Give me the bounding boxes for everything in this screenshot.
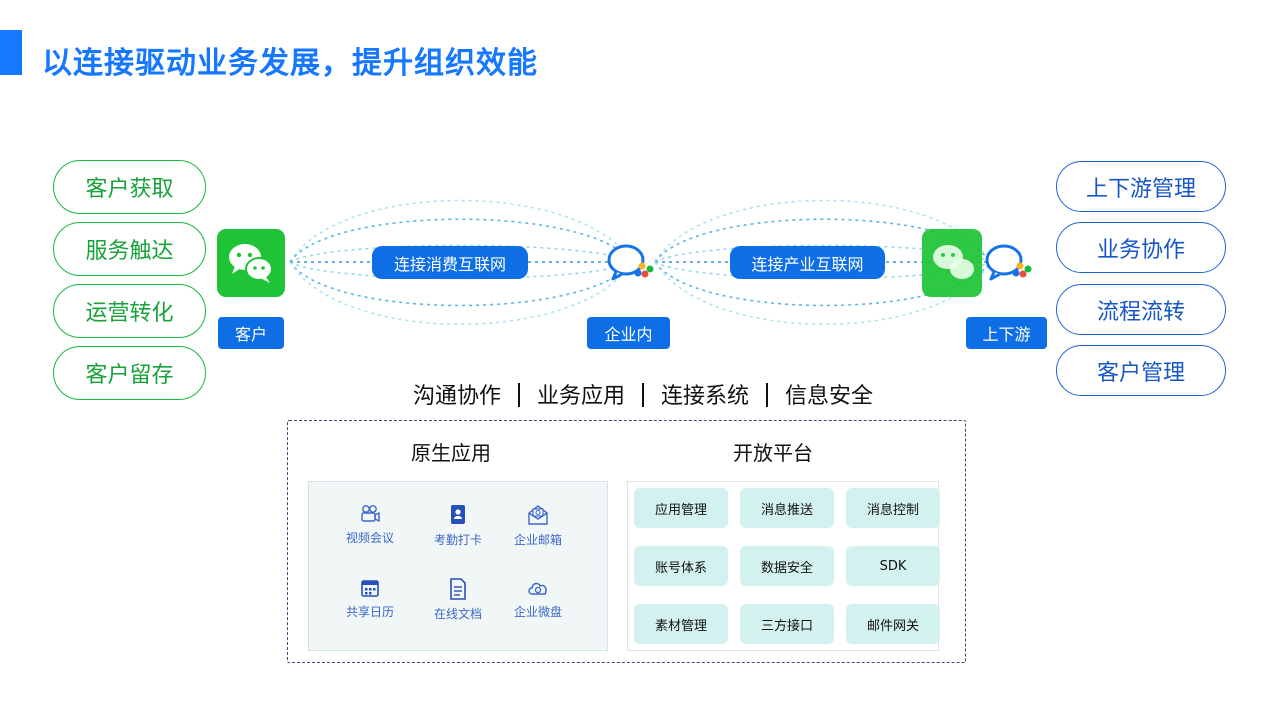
partner-wecom-icon	[982, 242, 1034, 288]
app-attendance[interactable]: 考勤打卡	[413, 504, 503, 548]
node-label-customer: 客户	[218, 317, 284, 349]
capability-data-security[interactable]: 数据安全	[740, 546, 834, 586]
app-label: 考勤打卡	[433, 533, 482, 547]
app-label: 共享日历	[345, 605, 394, 619]
capability-mail-gateway[interactable]: 邮件网关	[846, 604, 940, 644]
wechat-icon	[217, 229, 285, 297]
left-pill-customer-acquisition: 客户获取	[53, 160, 206, 214]
calendar-icon	[361, 580, 379, 597]
app-label: 企业微盘	[513, 605, 562, 619]
feature-divider	[766, 383, 769, 407]
platform-container	[287, 420, 966, 663]
node-label-partners: 上下游	[966, 317, 1047, 349]
app-online-docs[interactable]: 在线文档	[413, 578, 503, 622]
link-label-consumer-internet: 连接消费互联网	[372, 246, 528, 279]
video-camera-icon	[361, 505, 380, 523]
capability-sdk[interactable]: SDK	[846, 546, 940, 586]
app-enterprise-mail[interactable]: 企业邮箱	[493, 504, 583, 548]
capability-third-party-api[interactable]: 三方接口	[740, 604, 834, 644]
capability-app-management[interactable]: 应用管理	[634, 488, 728, 528]
title-accent-bar	[0, 30, 22, 75]
open-platform-title: 开放平台	[733, 441, 813, 465]
right-pill-collaboration: 业务协作	[1056, 222, 1226, 273]
native-apps-panel: 视频会议 考勤打卡 企业邮箱 共享日历	[308, 481, 608, 651]
link-label-industry-internet: 连接产业互联网	[730, 246, 885, 279]
attendance-badge-icon	[451, 505, 465, 524]
left-pill-service-reach: 服务触达	[53, 222, 206, 276]
app-video-meeting[interactable]: 视频会议	[325, 504, 415, 546]
native-apps-title: 原生应用	[411, 441, 491, 465]
feature-divider	[642, 383, 644, 407]
cloud-drive-icon	[528, 582, 547, 595]
feature-line: 沟通协作 业务应用 连接系统 信息安全	[0, 378, 1280, 410]
right-pill-supply-chain: 上下游管理	[1056, 161, 1226, 212]
capability-account-system[interactable]: 账号体系	[634, 546, 728, 586]
feature-business-apps: 业务应用	[536, 384, 625, 409]
app-label: 视频会议	[345, 531, 394, 545]
open-platform-panel: 应用管理 消息推送 消息控制 账号体系 数据安全 SDK 素材管理 三方接口 邮…	[627, 481, 940, 651]
app-enterprise-drive[interactable]: 企业微盘	[493, 578, 583, 620]
app-shared-calendar[interactable]: 共享日历	[325, 578, 415, 620]
feature-communication: 沟通协作	[412, 384, 501, 409]
node-label-enterprise: 企业内	[587, 317, 670, 349]
capability-material-management[interactable]: 素材管理	[634, 604, 728, 644]
app-label: 企业邮箱	[513, 533, 562, 547]
feature-security: 信息安全	[785, 384, 874, 409]
page-title: 以连接驱动业务发展，提升组织效能	[42, 46, 538, 81]
app-label: 在线文档	[433, 607, 482, 621]
feature-divider	[517, 383, 520, 407]
capability-message-push[interactable]: 消息推送	[740, 488, 834, 528]
capability-message-control[interactable]: 消息控制	[846, 488, 940, 528]
feature-system-connect: 连接系统	[661, 384, 750, 409]
left-pill-customer-retention: 客户留存	[53, 346, 206, 400]
right-pill-process-flow: 流程流转	[1056, 284, 1226, 335]
left-pill-operation-conversion: 运营转化	[53, 284, 206, 338]
mail-icon	[528, 505, 548, 525]
right-pill-customer-management: 客户管理	[1056, 345, 1226, 396]
document-icon	[450, 578, 466, 600]
wecom-icon	[604, 242, 656, 288]
partner-wechat-icon	[922, 229, 982, 297]
